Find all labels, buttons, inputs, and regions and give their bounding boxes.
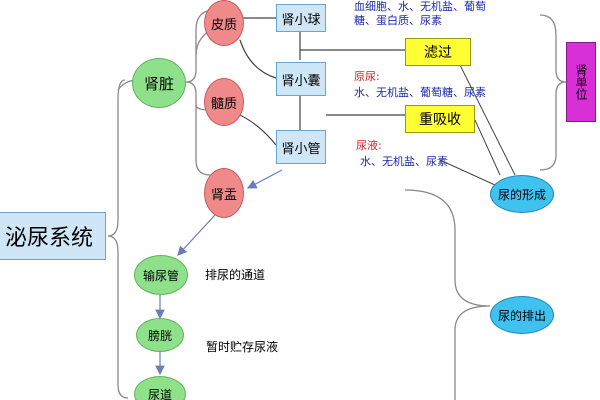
node-ureter: 输尿管 xyxy=(134,255,188,295)
node-bladder: 膀胱 xyxy=(136,318,184,352)
node-nephron: 肾单位 xyxy=(566,42,596,122)
primary-urine-title: 原尿: xyxy=(354,70,380,83)
brace-system xyxy=(107,79,129,399)
node-urinary-system: 泌尿系统 xyxy=(0,212,106,260)
urine-title: 尿液: xyxy=(356,139,382,152)
brace-excretion xyxy=(404,189,491,400)
node-urine-excretion: 尿的排出 xyxy=(490,296,554,334)
blood-components-line1: 血细胞、水、无机盐、葡萄 xyxy=(354,0,486,13)
node-kidney: 肾脏 xyxy=(132,58,186,108)
node-urine-formation: 尿的形成 xyxy=(490,175,554,213)
brace-kidney xyxy=(185,9,216,176)
ureter-description: 排尿的通道 xyxy=(205,268,266,282)
node-reabsorption: 重吸收 xyxy=(405,105,475,133)
primary-urine-content: 水、无机盐、葡萄糖、尿素 xyxy=(354,86,486,99)
blood-components-line2: 糖、蛋白质、尿素 xyxy=(354,14,442,27)
bladder-description: 暂时贮存尿液 xyxy=(206,340,279,354)
node-medulla: 髓质 xyxy=(204,78,244,126)
urine-content: 水、无机盐、尿素 xyxy=(360,155,448,168)
node-cortex: 皮质 xyxy=(204,0,244,46)
node-filtration: 滤过 xyxy=(405,38,471,66)
brace-nephron xyxy=(539,14,567,171)
node-capsule: 肾小囊 xyxy=(276,62,326,96)
node-glomerulus: 肾小球 xyxy=(276,4,326,32)
node-renal-pelvis: 肾盂 xyxy=(204,168,244,218)
node-tubule: 肾小管 xyxy=(276,130,326,164)
